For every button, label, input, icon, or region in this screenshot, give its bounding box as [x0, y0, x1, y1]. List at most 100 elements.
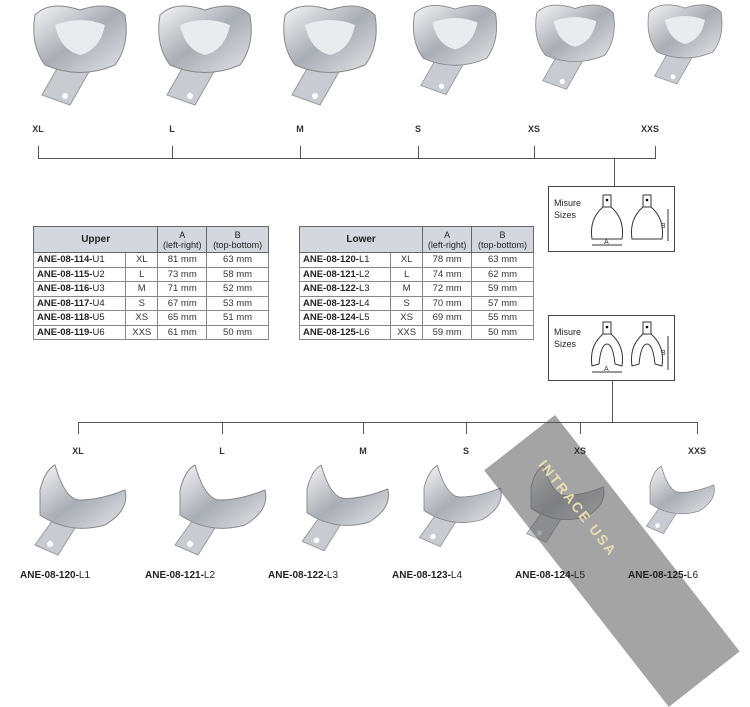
measure-label: Misure — [554, 198, 582, 208]
size-label: XS — [573, 446, 587, 456]
size-cell: M — [389, 281, 424, 297]
a-cell: 74 mm — [422, 266, 473, 282]
a-cell: 70 mm — [422, 295, 473, 311]
divider — [78, 422, 697, 423]
divider — [697, 422, 698, 434]
svg-text:A: A — [604, 239, 609, 246]
code-cell: ANE-08-116-U3 — [32, 281, 127, 297]
upper-tray-image — [33, 5, 127, 106]
divider — [300, 146, 301, 158]
upper-tray-image — [647, 4, 723, 85]
code-cell: ANE-08-118-U5 — [32, 310, 127, 326]
divider — [612, 381, 613, 422]
size-cell: M — [125, 281, 159, 297]
a-cell: 81 mm — [157, 252, 208, 268]
size-cell: S — [389, 295, 424, 311]
b-cell: 50 mm — [206, 324, 269, 340]
divider — [172, 146, 173, 158]
code-cell: ANE-08-123-L4 — [299, 295, 391, 311]
size-cell: XL — [125, 252, 159, 268]
table-header: B(top-bottom) — [471, 226, 534, 253]
a-cell: 65 mm — [157, 310, 208, 326]
upper-tray-image — [158, 5, 252, 106]
table-header: A(left-right) — [157, 226, 208, 253]
a-cell: 78 mm — [422, 252, 473, 268]
upper-size-table: Upper A(left-right) B(top-bottom) ANE-08… — [32, 226, 269, 340]
svg-text:A: A — [604, 366, 609, 373]
lower-size-table: Lower A(left-right) B(top-bottom) ANE-08… — [298, 226, 534, 340]
lower-tray-image — [418, 464, 502, 548]
size-cell: S — [125, 295, 159, 311]
code-cell: ANE-08-121-L2 — [299, 266, 391, 282]
table-header: B(top-bottom) — [206, 226, 269, 253]
a-cell: 73 mm — [157, 266, 208, 282]
b-cell: 62 mm — [471, 266, 534, 282]
product-code: ANE-08-123-L4 — [392, 570, 463, 581]
b-cell: 58 mm — [206, 266, 269, 282]
b-cell: 50 mm — [471, 324, 534, 340]
size-label: XXS — [640, 124, 660, 134]
a-cell: 67 mm — [157, 295, 208, 311]
divider — [614, 158, 615, 186]
size-label: S — [462, 446, 470, 456]
divider — [38, 146, 39, 158]
product-code: ANE-08-122-L3 — [268, 570, 339, 581]
svg-text:B: B — [661, 223, 666, 230]
size-cell: L — [389, 266, 424, 282]
a-cell: 59 mm — [422, 324, 473, 340]
measure-label: Sizes — [554, 339, 577, 349]
size-label: L — [169, 124, 175, 134]
divider — [580, 422, 581, 434]
measure-label: Sizes — [554, 210, 577, 220]
b-cell: 59 mm — [471, 281, 534, 297]
product-code: ANE-08-120-L1 — [20, 570, 91, 581]
a-cell: 61 mm — [157, 324, 208, 340]
divider — [38, 158, 656, 159]
lower-tray-image — [174, 464, 267, 556]
lower-tray-image — [645, 465, 715, 535]
size-cell: L — [125, 266, 159, 282]
size-cell: XS — [125, 310, 159, 326]
size-cell: XXS — [125, 324, 159, 340]
a-cell: 69 mm — [422, 310, 473, 326]
divider — [418, 146, 419, 158]
size-label: XL — [72, 446, 84, 456]
size-cell: XXS — [389, 324, 424, 340]
svg-text:B: B — [661, 350, 666, 357]
a-cell: 71 mm — [157, 281, 208, 297]
measure-label: Misure — [554, 327, 582, 337]
tray-illustrations — [33, 4, 723, 556]
b-cell: 63 mm — [206, 252, 269, 268]
size-label: L — [219, 446, 225, 456]
lower-tray-image — [34, 464, 127, 556]
divider — [78, 422, 79, 434]
code-cell: ANE-08-125-L6 — [299, 324, 391, 340]
b-cell: 55 mm — [471, 310, 534, 326]
lower-tray-diagram-icon: A B — [591, 321, 669, 373]
size-label: M — [359, 446, 367, 456]
table-header: Lower — [298, 226, 424, 253]
upper-tray-image — [535, 4, 615, 90]
size-label: S — [414, 124, 422, 134]
code-cell: ANE-08-119-U6 — [32, 324, 127, 340]
size-cell: XS — [389, 310, 424, 326]
size-label: XS — [527, 124, 541, 134]
code-cell: ANE-08-120-L1 — [299, 252, 391, 268]
table-header: A(left-right) — [422, 226, 473, 253]
table-header: Upper — [32, 226, 159, 253]
size-cell: XL — [389, 252, 424, 268]
size-label: XL — [32, 124, 44, 134]
